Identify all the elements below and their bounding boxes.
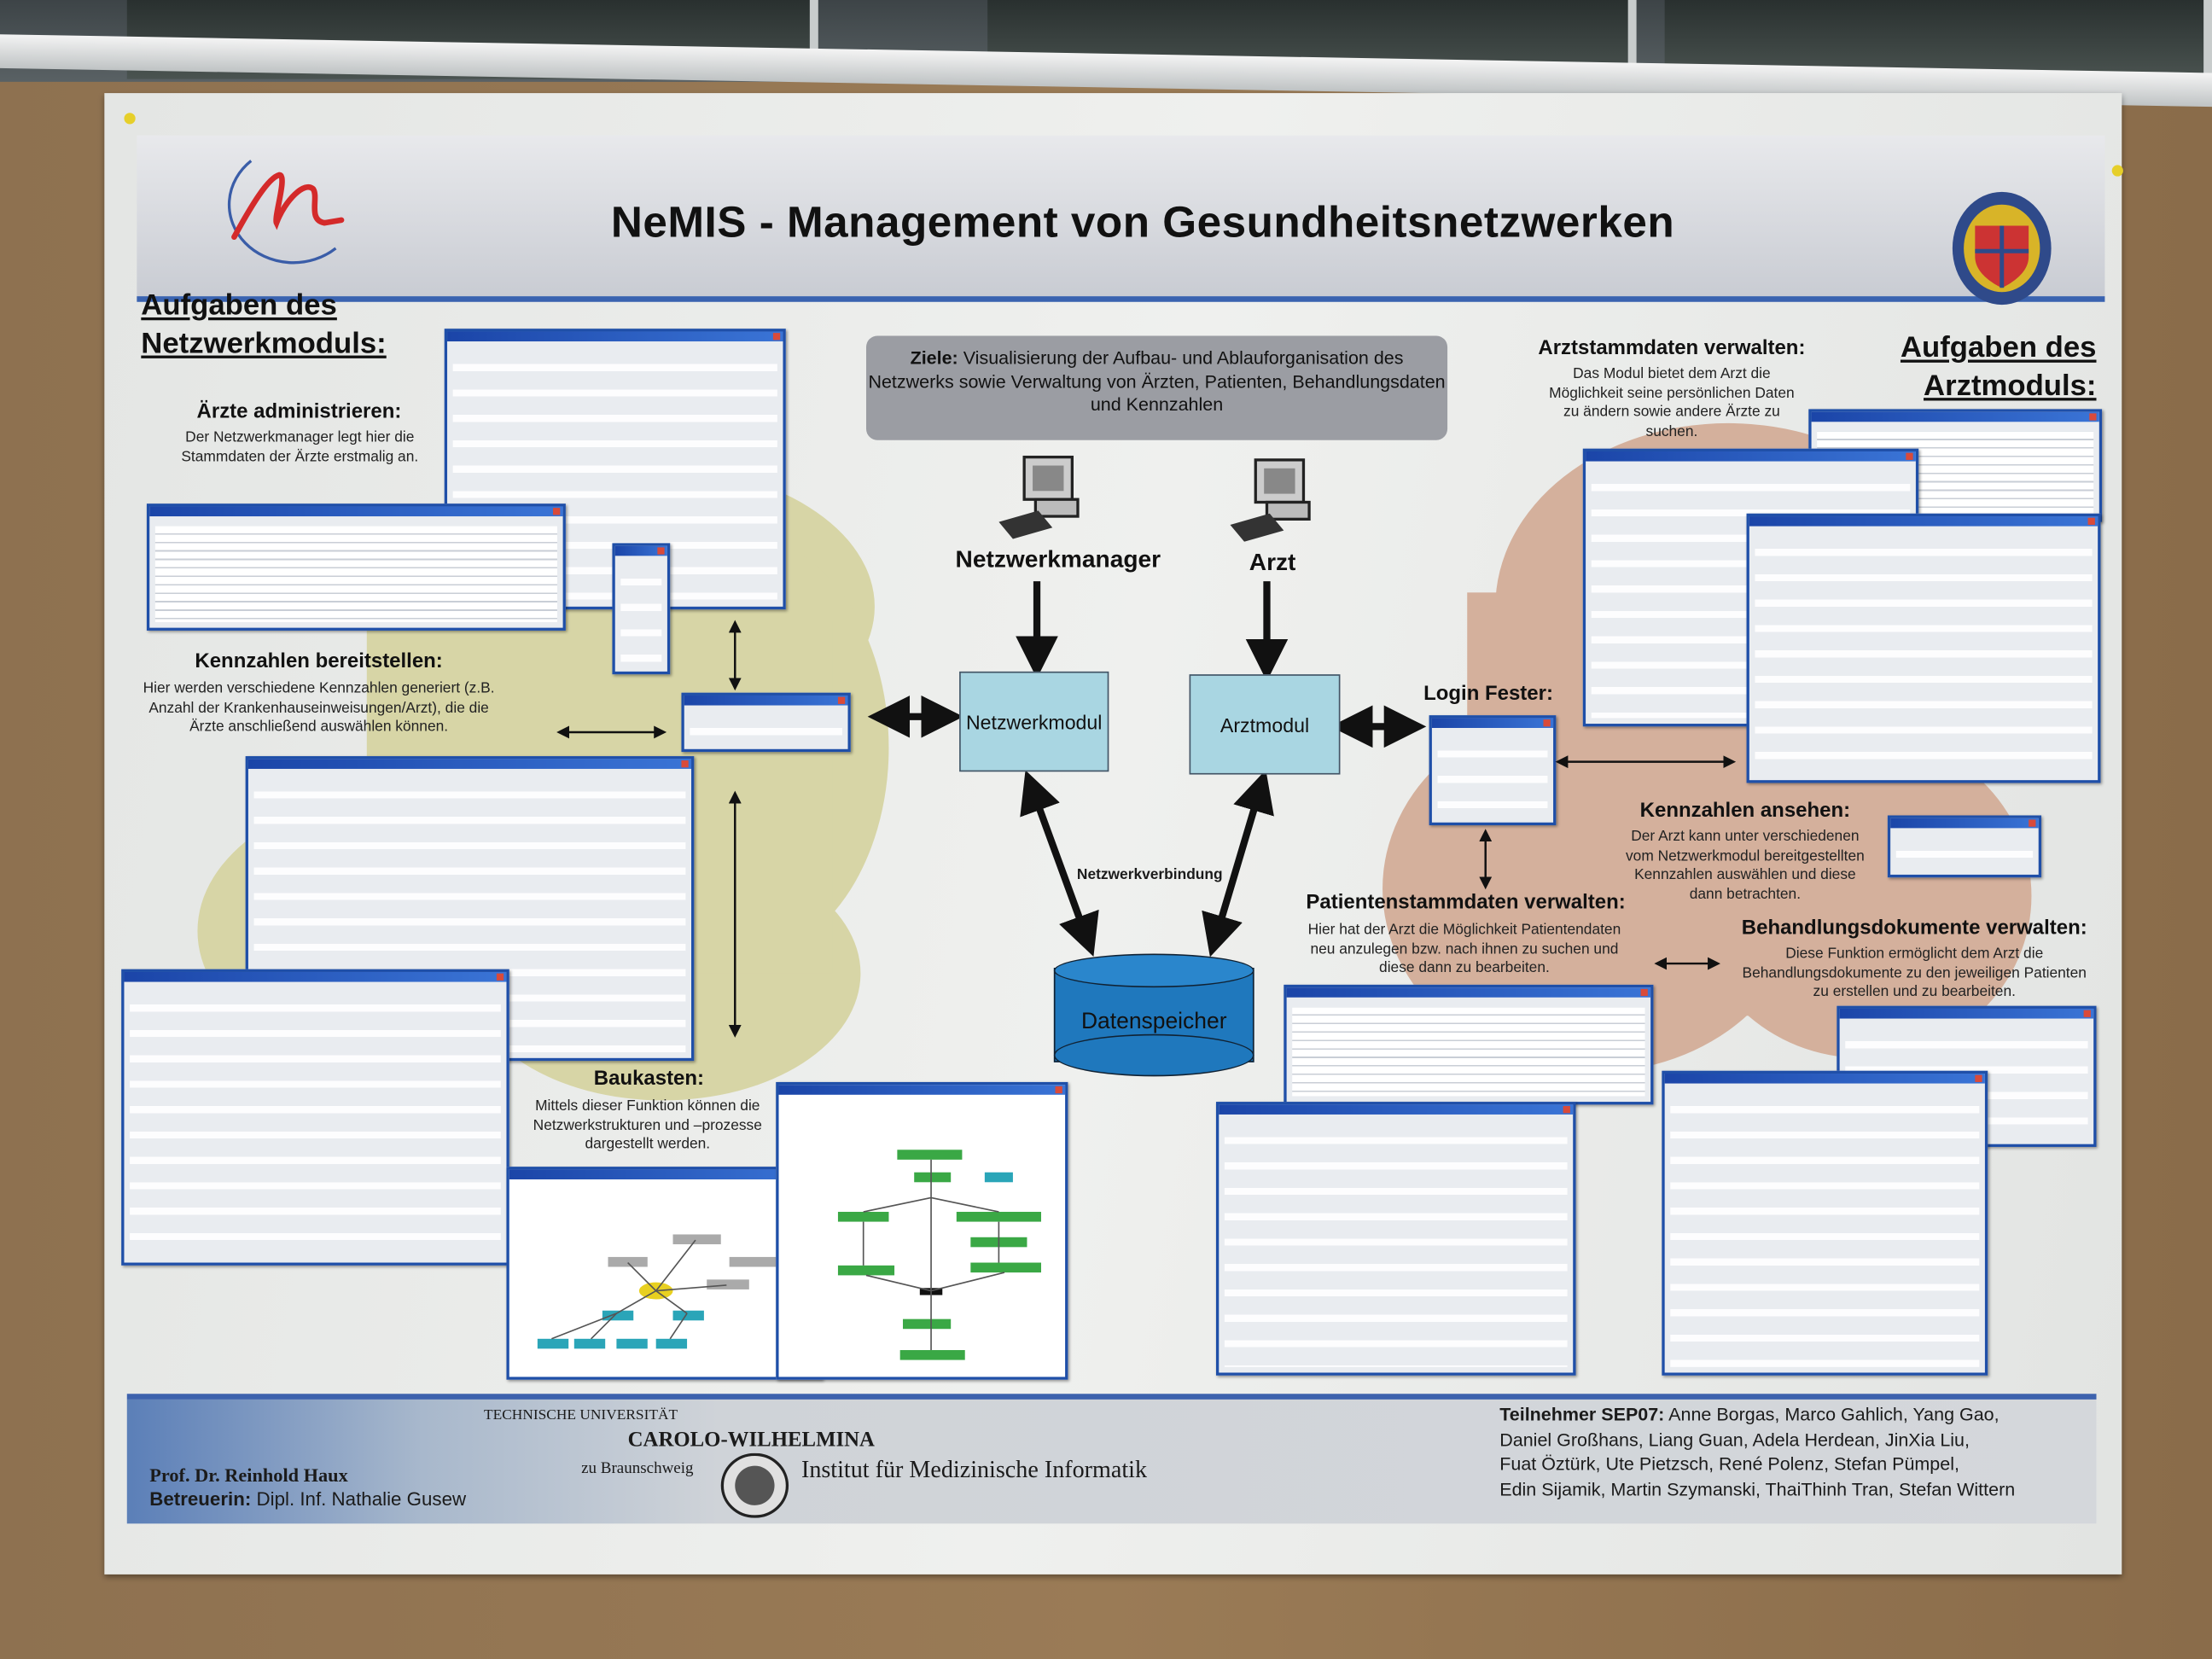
- arztmodul-box: Arztmodul: [1189, 674, 1341, 775]
- netzwerkmodul-box: Netzwerkmodul: [959, 671, 1109, 772]
- section-title: Behandlungsdokumente verwalten:: [1741, 917, 2087, 940]
- screenshot-login-window: [1429, 715, 1557, 826]
- screenshot-selection-dialog: [681, 692, 851, 753]
- uni-line2: CAROLO-WILHELMINA: [627, 1429, 875, 1452]
- section-title: Arztstammdaten verwalten:: [1538, 337, 1806, 360]
- university-seal-icon: [1952, 191, 2052, 306]
- section-text: Hier werden verschiedene Kennzahlen gene…: [143, 679, 495, 736]
- uni-line1: TECHNISCHE UNIVERSITÄT: [484, 1407, 678, 1423]
- screenshot-patient-suchen: [1284, 984, 1654, 1105]
- connection-label: Netzwerkverbindung: [1076, 866, 1223, 883]
- poster-header: [137, 135, 2105, 302]
- goals-text: Visualisierung der Aufbau- und Ablauforg…: [868, 346, 1446, 416]
- screenshot-patient-form: [1215, 1102, 1576, 1376]
- pin: [2111, 165, 2123, 177]
- section-text: Hier hat der Arzt die Möglichkeit Patien…: [1307, 921, 1621, 976]
- datenspeicher-cylinder: Datenspeicher: [1053, 953, 1254, 1077]
- screenshot-doctor-table: [146, 504, 566, 631]
- screenshot-stammdaten-editor: [444, 329, 786, 610]
- screenshot-baukasten-graph-2: [776, 1081, 1068, 1380]
- section-title: Kennzahlen bereitstellen:: [195, 650, 443, 673]
- section-text: Der Arzt kann unter verschiedenen vom Ne…: [1625, 828, 1865, 903]
- section-text: Der Netzwerkmanager legt hier die Stammd…: [181, 428, 419, 465]
- section-title: Kennzahlen ansehen:: [1639, 800, 1851, 823]
- section-title: Baukasten:: [593, 1068, 705, 1091]
- goals-label: Ziele:: [910, 346, 958, 369]
- section-text: Diese Funktion ermöglicht dem Arzt die B…: [1742, 945, 2087, 1001]
- screenshot-small-dialog: [612, 543, 671, 675]
- screenshot-arzt-details: [1746, 513, 2101, 783]
- screenshot-kennzahlen-dialog: [1887, 815, 2042, 878]
- pin: [124, 113, 136, 125]
- screenshot-behandlung-editor: [1662, 1070, 1988, 1376]
- screenshot-baukasten-graph-1: [506, 1167, 823, 1380]
- section-title: Patientenstammdaten verwalten:: [1306, 891, 1626, 915]
- uni-line3: zu Braunschweig: [581, 1459, 694, 1477]
- section-title: Ärzte administrieren:: [196, 400, 402, 423]
- university-seal-small-icon: [720, 1452, 789, 1518]
- computer-icon: [998, 455, 1080, 539]
- actor-arzt: Arzt: [1249, 549, 1296, 576]
- screenshot-kennzahlen-config: [121, 969, 509, 1266]
- computer-icon: [1230, 458, 1311, 542]
- goals-box: Ziele: Visualisierung der Aufbau- und Ab…: [866, 335, 1448, 440]
- section-text: Mittels dieser Funktion können die Netzw…: [533, 1097, 762, 1153]
- background-windows: [0, 0, 2212, 88]
- actor-netzwerkmanager: Netzwerkmanager: [955, 545, 1161, 573]
- section-title: Login Fester:: [1423, 683, 1553, 706]
- datenspeicher-label: Datenspeicher: [1080, 1010, 1227, 1034]
- section-text: Das Modul bietet dem Arzt die Möglichkei…: [1549, 365, 1795, 439]
- participants: Teilnehmer SEP07: Anne Borgas, Marco Gah…: [1499, 1403, 2016, 1499]
- poster-title: NeMIS - Management von Gesundheitsnetzwe…: [610, 197, 1675, 247]
- supervisor-line: Betreuerin: Dipl. Inf. Nathalie Gusew: [149, 1488, 467, 1510]
- institute-logo-icon: [227, 160, 345, 265]
- poster-footer: [126, 1394, 2097, 1524]
- institute-name: Institut für Medizinische Informatik: [800, 1455, 1148, 1483]
- professor-name: Prof. Dr. Reinhold Haux: [149, 1464, 348, 1486]
